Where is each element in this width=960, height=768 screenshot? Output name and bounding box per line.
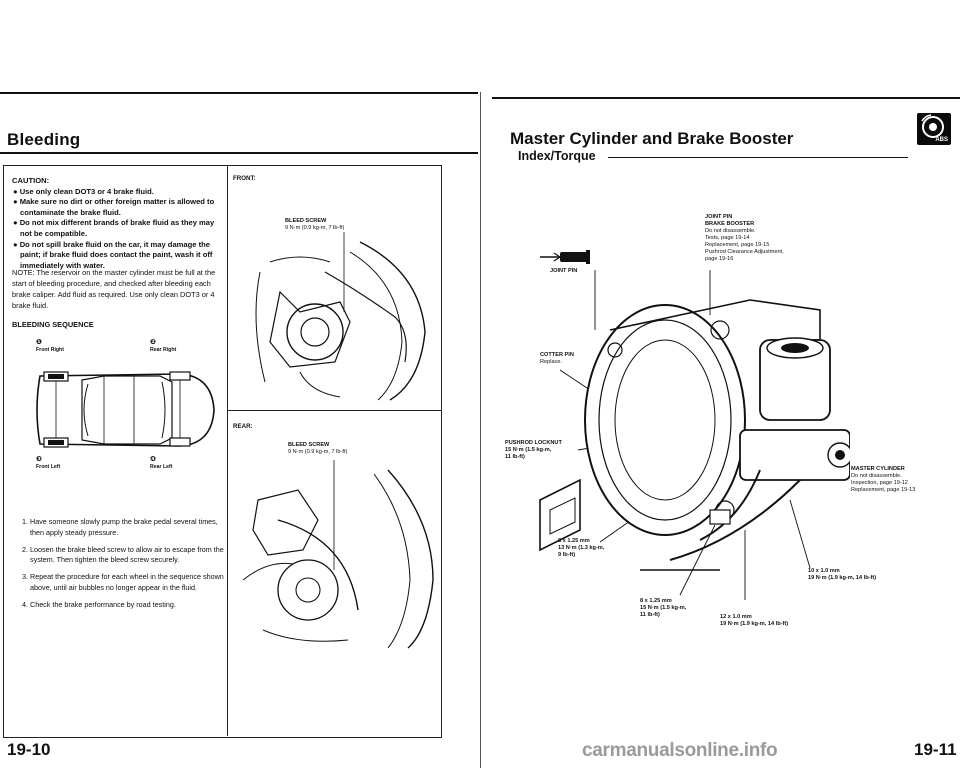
left-frame-rule [441,165,442,736]
joint-pin-icon [540,250,590,264]
wheel-rear-right: ❷ Rear Right [150,339,176,353]
rear-brake-illustration [242,460,434,649]
nut-12x10-callout: 12 x 1.0 mm 19 N·m (1.9 kg-m, 14 lb-ft) [720,614,789,627]
right-page-title: Master Cylinder and Brake Booster [510,129,794,148]
cotter-pin-callout: COTTER PIN Replace. [540,352,574,365]
wheel-front-left: ❸ Front Left [36,456,60,470]
wheel-label: Front Right [36,347,64,353]
rear-bleed-screw-callout: BLEED SCREW 9 N·m (0.9 kg-m, 7 lb-ft) [288,442,348,455]
joint-pin-callout: JOINT PIN [705,214,733,220]
caution-heading: CAUTION: [12,176,50,185]
wheel-number: ❹ [150,456,156,463]
caution-item: ● Do not spill brake fluid on the car, i… [13,239,213,270]
abs-label: ABS [935,137,948,143]
sequence-title: BLEEDING SEQUENCE [12,320,94,329]
right-top-rule [492,97,960,99]
caution-item: ● Make sure no dirt or other foreign mat… [13,197,215,217]
left-page-title: Bleeding [7,130,81,149]
right-page-subtitle: Index/Torque [518,149,596,163]
step-item: Check the brake performance by road test… [30,600,224,611]
left-column-divider [227,166,228,736]
front-label: FRONT: [233,175,256,182]
front-brake-illustration [255,232,426,401]
booster-master-cylinder-illustration [539,270,850,600]
brake-disc-icon [921,114,944,138]
wheel-rear-left: ❹ Rear Left [150,456,173,470]
wheel-number: ❶ [36,339,42,346]
master-cylinder-callout: MASTER CYLINDER Do not disassemble. Insp… [851,466,916,493]
wheel-label: Front Left [36,464,61,470]
step-item: Loosen the brake bleed screw to allow ai… [30,545,224,567]
bleeding-steps: Have someone slowly pump the brake pedal… [12,517,224,617]
right-page-number: 19-11 [914,740,957,759]
page-gutter [480,92,481,768]
step-item: Have someone slowly pump the brake pedal… [30,517,224,539]
wheel-front-right: ❶ Front Right [36,339,64,353]
note-text: NOTE: The reservoir on the master cylind… [12,268,216,310]
brake-booster-callout: BRAKE BOOSTER Do not disassemble. Tests,… [705,221,784,262]
wheel-label: Rear Right [150,347,177,353]
front-rear-divider [228,410,441,411]
car-top-view-illustration [36,371,215,448]
subtitle-rule [608,157,908,158]
watermark: carmanualsonline.info [582,740,778,761]
caution-item: ● Use only clean DOT3 or 4 brake fluid. [13,186,154,196]
wheel-label: Rear Left [150,464,173,470]
wheel-number: ❸ [36,456,42,463]
nut-10x10-callout: 10 x 1.0 mm 19 N·m (1.9 kg-m, 14 lb-ft) [808,568,877,581]
joint-pin-small-label: JOINT PIN [550,268,578,274]
nut-8x125-a-callout: 8 x 1.25 mm 13 N·m (1.3 kg-m, 9 lb-ft) [558,538,605,558]
left-top-rule [0,92,478,94]
left-page-number: 19-10 [7,740,51,759]
pushrod-locknut-callout: PUSHROD LOCKNUT 15 N·m (1.5 kg-m, 11 lb-… [505,440,562,460]
nut-8x125-b-callout: 8 x 1.25 mm 15 N·m (1.5 kg-m, 11 lb-ft) [640,598,687,618]
step-item: Repeat the procedure for each wheel in t… [30,572,224,594]
front-bleed-screw-callout: BLEED SCREW 9 N·m (0.9 kg-m, 7 lb-ft) [285,218,345,231]
caution-block: CAUTION: ● Use only clean DOT3 or 4 brak… [12,176,224,271]
left-title-underline [0,152,478,154]
abs-icon: ABS [917,113,951,145]
rear-label: REAR: [233,423,253,430]
caution-item: ● Do not mix different brands of brake f… [13,218,215,238]
wheel-number: ❷ [150,339,156,346]
